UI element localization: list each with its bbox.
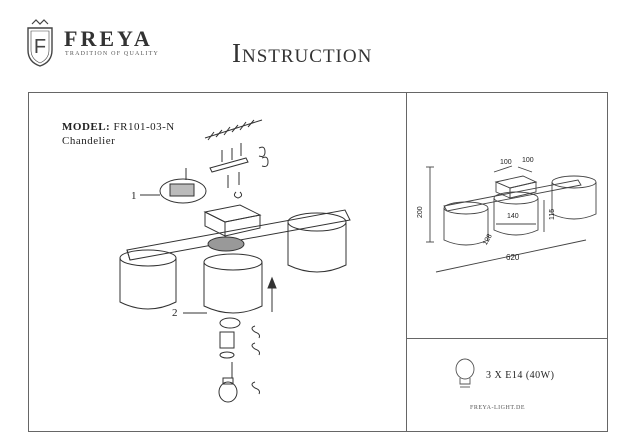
mounting-bracket-icon (209, 143, 269, 199)
callout-1-label: 1 (131, 190, 137, 202)
brand-tagline: TRADITION OF QUALITY (65, 51, 159, 57)
lamp-shade-right-icon (287, 212, 347, 273)
arrow-up-icon (267, 276, 277, 312)
bulb-spec-icon (455, 358, 475, 388)
dim-mount-depth: 100 (522, 157, 534, 164)
dim-shade-width: 140 (507, 213, 519, 220)
canopy-plate-icon (140, 168, 207, 204)
model-value: FR101-03-N (113, 121, 175, 133)
center-mount-icon (203, 204, 262, 252)
dim-total-length: 620 (506, 253, 520, 262)
svg-text:F: F (34, 36, 46, 58)
socket-parts-icon (219, 317, 260, 395)
frame-divider-vertical (406, 92, 407, 432)
frame-divider-horizontal (406, 338, 608, 339)
dimension-diagram: 100 100 200 140 115 128 620 (417, 157, 597, 273)
model-line: MODEL: FR101-03-N (62, 121, 175, 133)
dim-shade-diameter: 128 (482, 233, 494, 247)
dim-total-height: 200 (417, 206, 424, 218)
bulb-spec: 3 X E14 (40W) (486, 370, 555, 381)
callout-2-label: 2 (172, 307, 178, 319)
brand-name: FREYA (64, 26, 153, 51)
dim-mount-width: 100 (500, 159, 512, 166)
dim-shade-height: 115 (549, 209, 556, 220)
chandelier-arm-icon (126, 209, 351, 261)
product-type: Chandelier (62, 135, 116, 147)
website-url: FREYA-LIGHT.DE (470, 405, 526, 411)
drawing-frame (28, 92, 608, 432)
brand-crest-icon: F (27, 19, 53, 67)
page-title: Instruction (232, 38, 373, 68)
ceiling-hatch-icon (204, 119, 263, 141)
model-label: MODEL: (62, 121, 111, 133)
lamp-shade-middle-icon (203, 253, 263, 314)
lamp-shade-left-icon (119, 249, 177, 310)
light-bulb-icon (218, 377, 238, 403)
